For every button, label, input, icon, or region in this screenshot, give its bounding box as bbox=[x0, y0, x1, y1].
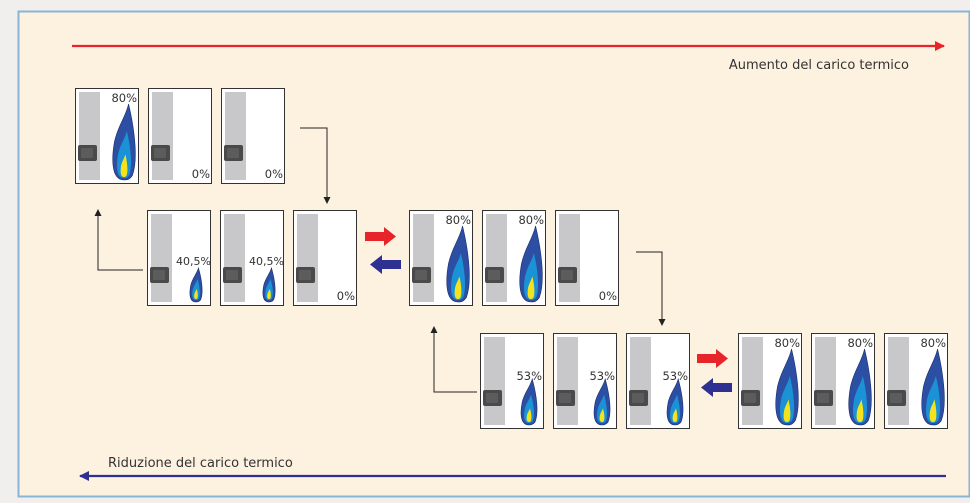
flame-icon bbox=[593, 377, 611, 426]
boiler-load-label: 40,5% bbox=[249, 255, 284, 268]
boiler-panel bbox=[888, 337, 909, 425]
boiler-unit: 53% bbox=[480, 333, 544, 429]
flame-icon bbox=[446, 225, 470, 303]
boiler-unit: 80% bbox=[409, 210, 473, 306]
boiler-unit: 53% bbox=[553, 333, 617, 429]
boiler-unit: 0% bbox=[221, 88, 285, 184]
boiler-panel bbox=[152, 92, 173, 180]
boiler-unit: 40,5% bbox=[220, 210, 284, 306]
boiler-group-row-3-left: 53% 53% 53% bbox=[480, 333, 690, 429]
boiler-panel bbox=[815, 337, 836, 425]
boiler-unit: 80% bbox=[482, 210, 546, 306]
transition-increase-arrow-row3 bbox=[697, 349, 728, 368]
boiler-panel bbox=[297, 214, 318, 302]
boiler-unit: 53% bbox=[626, 333, 690, 429]
boiler-load-label: 53% bbox=[662, 369, 688, 383]
boiler-panel bbox=[79, 92, 100, 180]
flame-icon bbox=[520, 377, 538, 426]
boiler-load-label: 53% bbox=[589, 369, 615, 383]
boiler-load-label: 0% bbox=[192, 167, 210, 181]
connector-row2-to-row3 bbox=[636, 251, 666, 326]
boiler-unit: 80% bbox=[884, 333, 948, 429]
boiler-unit: 0% bbox=[555, 210, 619, 306]
flame-icon bbox=[262, 266, 276, 303]
boiler-panel bbox=[151, 214, 172, 302]
boiler-group-row-2-left: 40,5% 40,5% 0% bbox=[147, 210, 357, 306]
boiler-load-label: 40,5% bbox=[176, 255, 211, 268]
boiler-unit: 80% bbox=[738, 333, 802, 429]
boiler-unit: 80% bbox=[811, 333, 875, 429]
flame-icon bbox=[189, 266, 203, 303]
boiler-panel bbox=[413, 214, 434, 302]
boiler-load-label: 80% bbox=[847, 336, 873, 350]
boiler-unit: 80% bbox=[75, 88, 139, 184]
boiler-panel bbox=[225, 92, 246, 180]
boiler-group-row-1: 80% 0% 0% bbox=[75, 88, 285, 184]
boiler-load-label: 0% bbox=[337, 289, 355, 303]
transition-increase-arrow-row2 bbox=[365, 227, 396, 246]
load-increase-label: Aumento del carico termico bbox=[729, 58, 909, 73]
boiler-load-label: 80% bbox=[111, 91, 137, 105]
boiler-unit: 40,5% bbox=[147, 210, 211, 306]
flame-icon bbox=[112, 103, 136, 181]
boiler-panel bbox=[630, 337, 651, 425]
boiler-panel bbox=[742, 337, 763, 425]
flame-icon bbox=[921, 348, 945, 426]
flame-icon bbox=[848, 348, 872, 426]
boiler-load-label: 80% bbox=[920, 336, 946, 350]
boiler-load-label: 0% bbox=[599, 289, 617, 303]
boiler-load-label: 0% bbox=[265, 167, 283, 181]
connector-row1-to-row2 bbox=[300, 127, 331, 204]
boiler-unit: 0% bbox=[148, 88, 212, 184]
boiler-panel bbox=[486, 214, 507, 302]
flame-icon bbox=[519, 225, 543, 303]
boiler-group-row-3-right: 80% 80% 80% bbox=[738, 333, 948, 429]
flame-icon bbox=[775, 348, 799, 426]
boiler-units: 80%0%0%40,5%40,5%0%80%80%0%53%53%53%80%8… bbox=[75, 88, 948, 429]
transition-decrease-arrow-row2 bbox=[370, 255, 401, 274]
boiler-panel bbox=[557, 337, 578, 425]
boiler-panel bbox=[224, 214, 245, 302]
boiler-load-label: 80% bbox=[518, 213, 544, 227]
connector-row3-to-row2 bbox=[430, 326, 477, 393]
boiler-load-label: 80% bbox=[445, 213, 471, 227]
boiler-panel bbox=[484, 337, 505, 425]
boiler-load-label: 53% bbox=[516, 369, 542, 383]
boiler-load-label: 80% bbox=[774, 336, 800, 350]
connector-lines bbox=[94, 127, 666, 393]
transition-decrease-arrow-row3 bbox=[701, 378, 732, 397]
boiler-unit: 0% bbox=[293, 210, 357, 306]
load-decrease-label: Riduzione del carico termico bbox=[108, 456, 293, 471]
boiler-group-row-2-right: 80% 80% 0% bbox=[409, 210, 619, 306]
connector-row2-to-row1 bbox=[94, 209, 143, 271]
boiler-panel bbox=[559, 214, 580, 302]
flame-icon bbox=[666, 377, 684, 426]
